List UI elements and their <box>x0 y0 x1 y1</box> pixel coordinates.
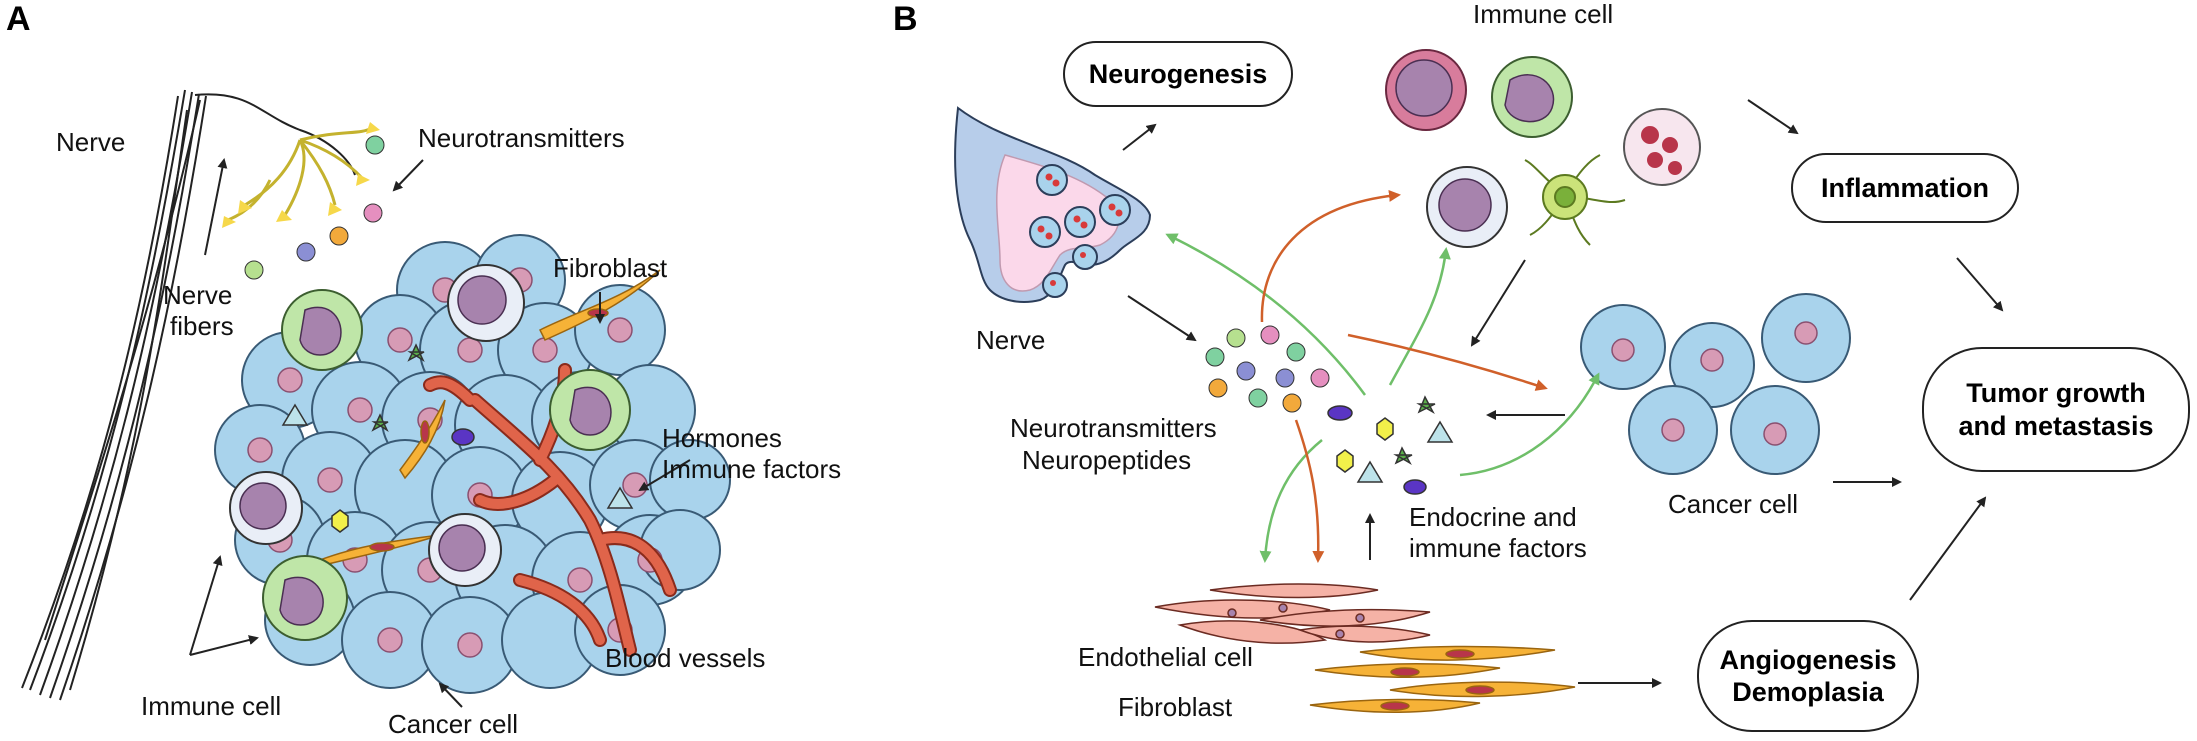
factor-shapes-b <box>1327 395 1454 495</box>
label-endothelial-cell: Endothelial cell <box>1078 642 1253 672</box>
nerve-fiber-tips <box>222 122 380 228</box>
label-neuropeptides-b: Neuropeptides <box>1022 445 1192 475</box>
immune-granulocyte-b <box>1623 108 1701 186</box>
neurotransmitter-beads-a <box>244 135 385 280</box>
label-nerve-a: Nerve <box>56 127 126 157</box>
panel-b-black-arrows <box>1122 99 2004 688</box>
factor-shapes-a <box>281 343 634 533</box>
label-endocrine-1: Endocrine and <box>1409 502 1577 532</box>
box-tumor-growth-line2: and metastasis <box>1958 410 2154 441</box>
label-nerve-fibers-2: fibers <box>170 311 234 341</box>
label-cancer-cell-b: Cancer cell <box>1668 489 1799 519</box>
label-neurotransmitters-b: Neurotransmitters <box>1010 413 1217 443</box>
cancer-cells-b <box>1580 293 1851 475</box>
panel-label-b: B <box>893 0 918 38</box>
box-tumor-growth-line1: Tumor growth <box>1966 378 2146 409</box>
immune-cells-b <box>1385 49 1701 248</box>
label-blood-vessels: Blood vessels <box>605 643 766 673</box>
label-immune-cell-b: Immune cell <box>1473 0 1614 29</box>
immune-purple-cell-a3 <box>428 513 502 587</box>
label-cancer-cell-a: Cancer cell <box>388 709 519 739</box>
immune-green-cell-a1 <box>281 289 363 371</box>
immune-purple-cell-a2 <box>229 471 303 545</box>
panel-label-a: A <box>6 0 31 38</box>
panel-b-green-arrows <box>1165 233 1600 563</box>
panel-b-orange-arrows <box>1260 189 1548 563</box>
blood-vessels-fill <box>425 365 675 655</box>
label-nerve-fibers-1: Nerve <box>163 280 233 310</box>
box-angiogenesis-line2: Demoplasia <box>1732 677 1884 707</box>
label-fibroblast-a: Fibroblast <box>553 253 668 283</box>
dendritic-cell-b <box>1524 154 1626 246</box>
label-fibroblast-b: Fibroblast <box>1118 692 1233 722</box>
nerve-fiber-terminals <box>227 126 373 222</box>
nerve-bundle <box>21 89 356 701</box>
immune-purple-cell-a1 <box>447 264 525 342</box>
immune-cells-a <box>229 264 631 641</box>
panel-a-illustration <box>21 89 731 701</box>
panel-a-arrows <box>189 158 691 708</box>
box-neurogenesis: Neurogenesis <box>1063 41 1293 107</box>
immune-purple-cell-b1 <box>1385 49 1467 131</box>
immune-green-cell-a3 <box>262 555 348 641</box>
label-hormones: Hormones <box>662 423 782 453</box>
immune-purple-cell-b2 <box>1426 166 1508 248</box>
label-immune-factors: Immune factors <box>662 454 842 484</box>
box-tumor-growth: Tumor growth and metastasis <box>1922 347 2190 472</box>
immune-green-cell-b1 <box>1491 56 1573 138</box>
label-endocrine-2: immune factors <box>1409 533 1587 563</box>
label-neurotransmitters-a: Neurotransmitters <box>418 123 625 153</box>
box-angiogenesis-line1: Angiogenesis <box>1719 644 1897 675</box>
box-angiogenesis: Angiogenesis Demoplasia <box>1697 620 1919 732</box>
fibroblasts-b <box>1309 645 1576 713</box>
immune-green-cell-a2 <box>549 369 631 451</box>
label-nerve-b: Nerve <box>976 325 1046 355</box>
box-inflammation: Inflammation <box>1791 153 2019 223</box>
endothelial-cells-b <box>1154 583 1431 644</box>
label-immune-cell-a: Immune cell <box>141 691 282 721</box>
neurotransmitter-beads-b <box>1205 325 1330 413</box>
nerve-terminal-b <box>954 106 1152 303</box>
